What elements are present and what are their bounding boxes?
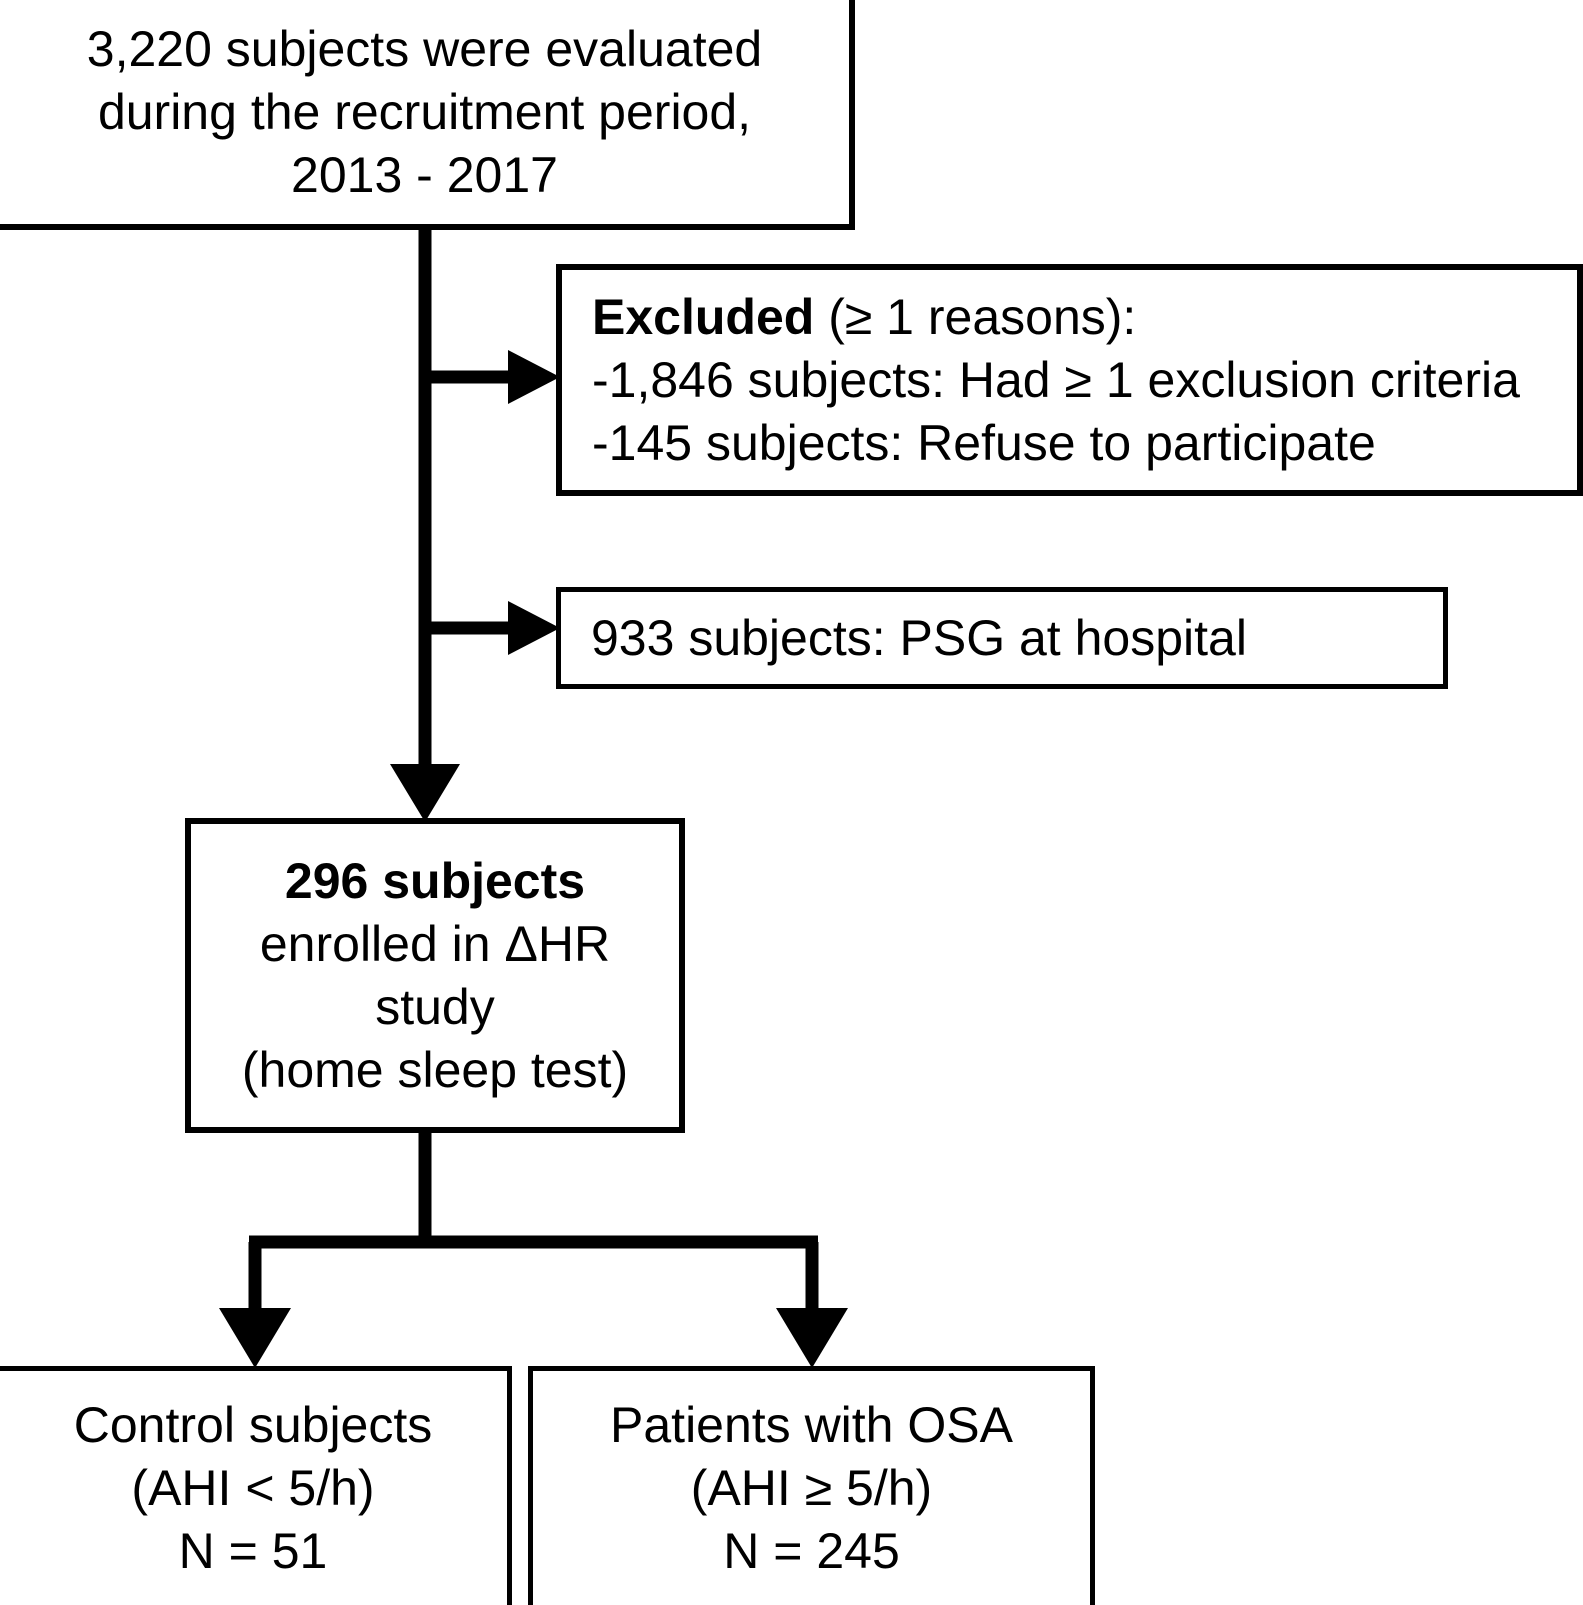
connector-enrolled-split <box>219 1133 848 1368</box>
node-evaluated-line-3: 2013 - 2017 <box>291 146 558 203</box>
node-control-subjects: Control subjects (AHI < 5/h) N = 51 <box>0 1366 512 1605</box>
node-osa-line-1: Patients with OSA <box>610 1397 1013 1453</box>
node-evaluated: 3,220 subjects were evaluated during the… <box>0 0 855 230</box>
node-excluded-heading: Excluded (≥ 1 reasons): <box>562 286 1577 349</box>
node-control-line-3: N = 51 <box>178 1523 328 1579</box>
node-psg-line-1: 933 subjects: PSG at hospital <box>591 609 1247 666</box>
node-osa-line-2: (AHI ≥ 5/h) <box>690 1460 933 1516</box>
node-enrolled-line-1: 296 subjects <box>284 852 586 909</box>
node-evaluated-line-1: 3,220 subjects were evaluated <box>86 20 763 77</box>
connector-evaluated-to-psg <box>425 601 560 655</box>
node-psg: 933 subjects: PSG at hospital <box>556 587 1448 689</box>
node-excluded-reason-1: -1,846 subjects: Had ≥ 1 exclusion crite… <box>592 351 1520 408</box>
connector-evaluated-to-enrolled <box>390 228 460 822</box>
node-excluded-heading-rest: (≥ 1 reasons): <box>814 288 1137 345</box>
node-control-line-2: (AHI < 5/h) <box>131 1460 375 1516</box>
node-evaluated-line-2: during the recruitment period, <box>97 83 752 140</box>
node-enrolled-line-3: study <box>375 978 495 1035</box>
connector-evaluated-to-excluded <box>425 350 560 404</box>
node-enrolled: 296 subjects enrolled in ΔHR study (home… <box>185 818 685 1133</box>
node-control-line-1: Control subjects <box>73 1397 433 1453</box>
node-excluded: Excluded (≥ 1 reasons): -1,846 subjects:… <box>556 264 1583 496</box>
node-enrolled-line-4: (home sleep test) <box>241 1041 629 1098</box>
node-osa-line-3: N = 245 <box>723 1523 900 1579</box>
node-excluded-heading-bold: Excluded <box>592 288 815 345</box>
node-enrolled-line-2: enrolled in ΔHR <box>259 915 611 972</box>
node-osa-patients: Patients with OSA (AHI ≥ 5/h) N = 245 <box>528 1366 1095 1605</box>
node-excluded-reason-2: -145 subjects: Refuse to participate <box>592 414 1376 471</box>
